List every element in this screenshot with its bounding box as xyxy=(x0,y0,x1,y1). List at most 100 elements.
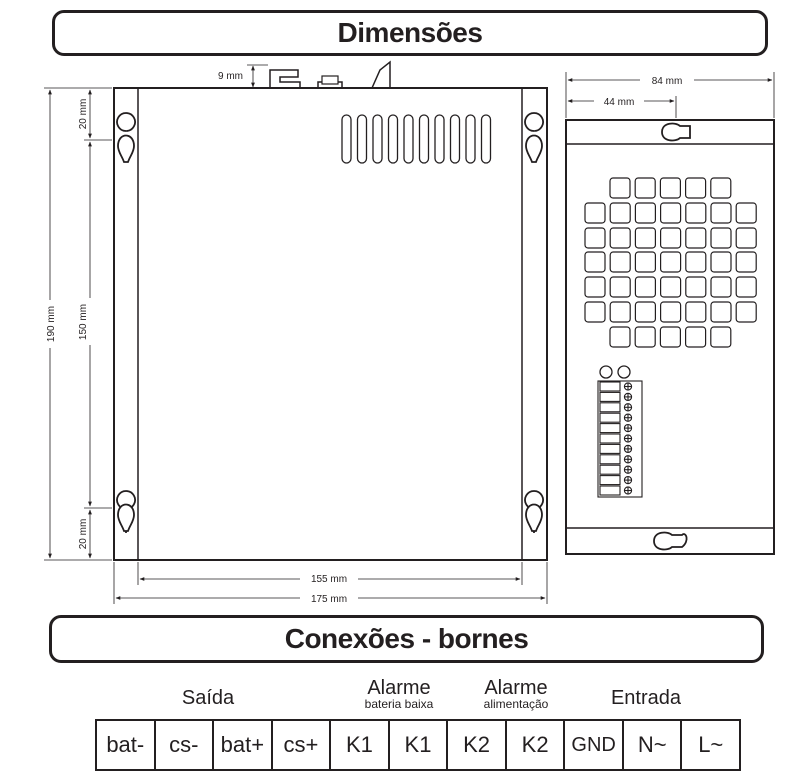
vent-square xyxy=(634,177,656,199)
vent-square xyxy=(710,202,732,224)
vent-square xyxy=(685,227,707,249)
terminal-k1-a: K1 xyxy=(331,721,390,769)
vent-square xyxy=(609,227,631,249)
vent-square xyxy=(584,227,606,249)
vent-square xyxy=(659,301,682,323)
vent-square xyxy=(584,202,606,224)
vent-square xyxy=(609,301,631,323)
terminal-block-slot xyxy=(599,402,621,413)
vent-square xyxy=(634,251,657,273)
ventilation-slot xyxy=(387,114,399,164)
terminal-group-low-battery-sublabel: bateria baixa xyxy=(364,697,434,711)
terminal-block-slot xyxy=(599,443,621,454)
dim-20-top-label: 20 mm xyxy=(78,99,89,130)
vent-square xyxy=(609,177,631,199)
dim-9mm-label: 9 mm xyxy=(218,71,243,82)
vent-square xyxy=(710,251,732,273)
side-terminal-block xyxy=(597,380,643,498)
vent-square xyxy=(710,276,732,298)
terminal-bat-plus: bat+ xyxy=(214,721,273,769)
terminal-group-input: Entrada xyxy=(590,688,702,708)
dim-20-bottom-label: 20 mm xyxy=(78,519,89,550)
terminal-k2-a: K2 xyxy=(448,721,507,769)
keyhole-shape-br xyxy=(525,503,543,532)
ventilation-slots xyxy=(341,114,492,164)
side-keyhole-bottom xyxy=(653,531,688,551)
keyhole-shape-tr xyxy=(525,134,543,163)
terminal-block-slot xyxy=(599,391,621,402)
side-view xyxy=(565,119,775,555)
terminal-cs-plus: cs+ xyxy=(273,721,332,769)
vent-square xyxy=(710,227,732,249)
terminal-block-slot xyxy=(599,485,621,496)
front-enclosure-outline xyxy=(113,87,548,561)
ventilation-slot xyxy=(341,114,352,164)
ventilation-slot xyxy=(418,114,430,164)
vent-square xyxy=(685,276,707,298)
ventilation-slot xyxy=(356,114,368,164)
vent-square xyxy=(710,301,732,323)
terminal-block-slot xyxy=(599,412,621,423)
vent-square xyxy=(659,227,682,249)
terminal-k2-b: K2 xyxy=(507,721,566,769)
side-keyhole-top xyxy=(661,122,691,142)
vent-square xyxy=(584,301,606,323)
dim-190-label: 190 mm xyxy=(46,306,57,342)
ventilation-slot xyxy=(480,114,492,164)
dim-150-label: 150 mm xyxy=(78,304,89,340)
vent-square xyxy=(735,202,757,224)
terminal-group-input-label: Entrada xyxy=(610,687,682,709)
vent-square xyxy=(659,177,682,199)
terminal-strip: bat- cs- bat+ cs+ K1 K1 K2 K2 GND N~ L~ xyxy=(95,719,741,771)
terminal-group-low-battery-label: Alarme xyxy=(367,677,431,699)
vent-square xyxy=(634,227,657,249)
vent-square xyxy=(584,251,606,273)
led-indicator-2 xyxy=(617,365,631,379)
terminal-block-slot xyxy=(599,475,621,486)
ventilation-slot xyxy=(449,114,461,164)
vent-square xyxy=(609,276,631,298)
terminal-group-output-label: Saída xyxy=(181,687,235,709)
terminal-line: L~ xyxy=(698,732,724,757)
terminal-gnd: GND xyxy=(565,721,624,769)
vent-square xyxy=(634,301,657,323)
led-indicator-1 xyxy=(599,365,613,379)
vent-square xyxy=(735,227,757,249)
vent-square xyxy=(659,251,682,273)
vent-square xyxy=(710,326,732,348)
dim-84-label: 84 mm xyxy=(652,76,683,87)
vent-square xyxy=(609,251,631,273)
ventilation-slot xyxy=(372,114,383,164)
side-ventilation-grid xyxy=(584,177,757,348)
vent-square xyxy=(659,202,682,224)
terminal-group-output: Saída xyxy=(160,688,256,708)
dimensions-title: Dimensões xyxy=(52,10,768,56)
terminal-group-power-label: Alarme xyxy=(484,677,548,699)
vent-square xyxy=(735,276,757,298)
terminal-group-power-alarm: Alarme alimentação xyxy=(460,678,572,710)
vent-square xyxy=(735,301,757,323)
vent-square xyxy=(659,276,682,298)
vent-square xyxy=(659,326,682,348)
keyhole-shape-bl xyxy=(117,503,135,532)
din-rail-tab xyxy=(321,75,339,85)
vent-square xyxy=(609,326,631,348)
vent-square xyxy=(710,177,732,199)
terminal-group-low-battery-alarm: Alarme bateria baixa xyxy=(336,678,462,710)
vent-square xyxy=(735,251,757,273)
vent-square xyxy=(634,326,656,348)
vent-square xyxy=(634,276,657,298)
vent-square xyxy=(684,326,707,348)
terminal-bat-minus: bat- xyxy=(97,721,156,769)
terminal-block-slot xyxy=(599,464,621,475)
connections-title: Conexões - bornes xyxy=(49,615,764,663)
terminal-block-slot xyxy=(599,454,621,465)
terminal-k1-b: K1 xyxy=(390,721,449,769)
terminal-block-slot xyxy=(599,423,621,434)
dim-44-label: 44 mm xyxy=(604,97,635,108)
ventilation-slot xyxy=(403,114,414,164)
vent-square xyxy=(609,202,631,224)
terminal-group-power-sublabel: alimentação xyxy=(483,697,549,711)
vent-square xyxy=(685,251,707,273)
